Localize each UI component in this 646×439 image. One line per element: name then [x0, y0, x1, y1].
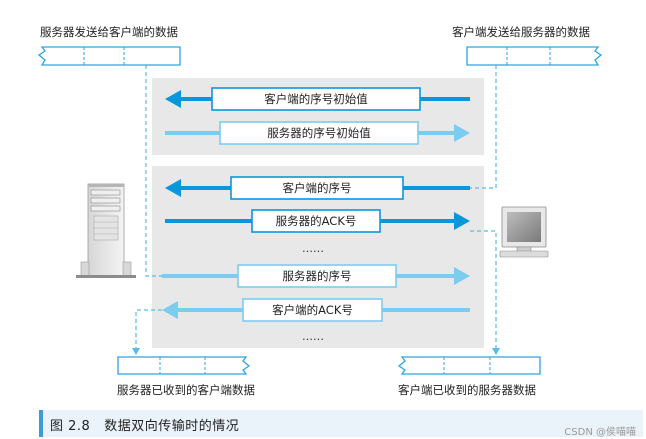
arrow-label-box [219, 121, 419, 145]
arrow-layer: 客户端的序号初始值服务器的序号初始值客户端的序号服务器的ACK号服务器的序号客户… [162, 87, 470, 322]
arrow-label-box [251, 209, 381, 233]
arrow-5: 服务器的序号 [162, 264, 470, 288]
server-send-title: 服务器发送给客户端的数据 [40, 25, 178, 39]
arrow-head [162, 301, 178, 319]
figure-number: 图 2.8 [50, 419, 91, 434]
client-received-label: 客户端已收到的服务器数据 [398, 383, 536, 397]
connector-arrowhead-left [132, 348, 140, 355]
arrow-1: 客户端的序号初始值 [165, 87, 470, 111]
server-tower-icon [76, 183, 136, 278]
arrow-label-text: 客户端的ACK号 [272, 303, 353, 317]
arrow-head [454, 267, 470, 285]
arrow-head [165, 179, 181, 197]
client-received-buffer [397, 356, 541, 375]
arrow-label-box [242, 298, 383, 322]
client-send-buffer [466, 46, 603, 66]
connector-arrowhead-right [492, 348, 500, 355]
arrow-label-text: 服务器的ACK号 [276, 214, 357, 228]
desktop-monitor-icon [499, 206, 549, 258]
ellipsis-1: …… [302, 242, 324, 255]
server-received-buffer [117, 356, 251, 375]
arrow-label-box [230, 176, 404, 200]
arrow-label-text: 客户端的序号 [283, 181, 352, 195]
arrow-label-box [211, 87, 421, 111]
arrow-3: 客户端的序号 [165, 176, 470, 200]
arrow-label-text: 服务器的序号初始值 [267, 126, 371, 140]
arrow-head [454, 212, 470, 230]
arrow-4: 服务器的ACK号 [165, 209, 470, 233]
server-received-label: 服务器已收到的客户端数据 [117, 383, 255, 397]
arrow-label-box [237, 264, 397, 288]
arrow-head [165, 90, 181, 108]
arrow-label-text: 客户端的序号初始值 [264, 92, 368, 106]
ellipsis-2: …… [302, 330, 324, 343]
client-send-title: 客户端发送给服务器的数据 [452, 25, 590, 39]
arrow-head [454, 124, 470, 142]
caption-accent [39, 410, 43, 437]
arrow-2: 服务器的序号初始值 [165, 121, 470, 145]
watermark: CSDN @侯喵喵 [564, 427, 636, 438]
arrow-label-text: 服务器的序号 [283, 269, 352, 283]
dashed-connectors [135, 65, 497, 350]
figure-title: 数据双向传输时的情况 [104, 419, 240, 434]
arrow-6: 客户端的ACK号 [162, 298, 470, 322]
caption-bar [39, 410, 643, 437]
figure-caption: 图 2.8 数据双向传输时的情况 [50, 415, 239, 434]
server-send-buffer [37, 46, 181, 66]
